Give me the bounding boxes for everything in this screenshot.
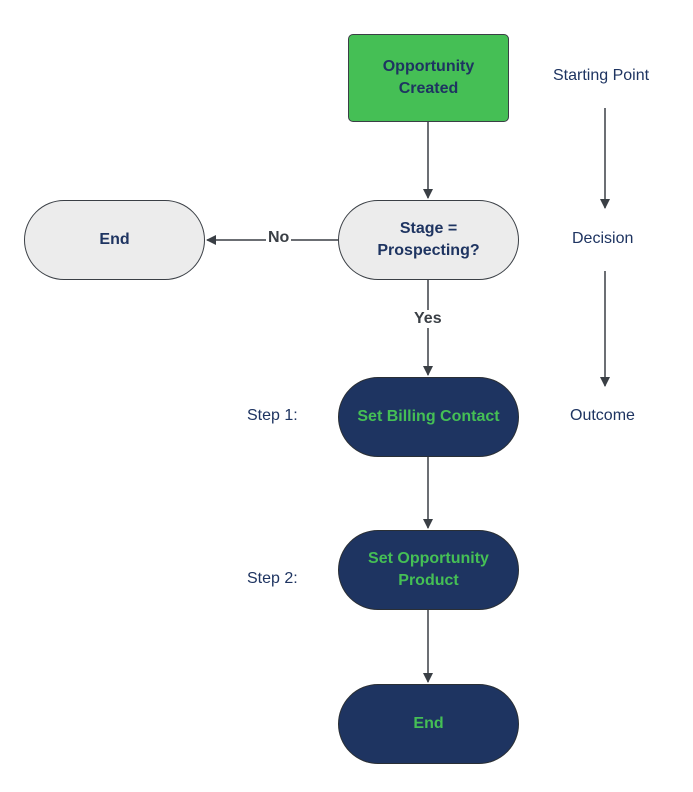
end-node-no-branch[interactable]: End: [24, 200, 205, 280]
side-label-step-2: Step 2:: [247, 570, 298, 587]
end-node-no-branch-label: End: [99, 231, 130, 248]
side-label-decision: Decision: [572, 230, 634, 247]
step1-node-label: Set Billing Contact: [357, 408, 500, 425]
decision-node[interactable]: Stage = Prospecting?: [338, 200, 519, 280]
edge-label-no: No: [266, 229, 292, 247]
end-node-final-label: End: [413, 715, 444, 732]
side-label-starting-point: Starting Point: [553, 67, 650, 84]
start-node-line-1: Opportunity: [382, 58, 475, 75]
decision-node-line-1: Stage =: [399, 220, 458, 237]
step2-node-line-2: Product: [398, 572, 459, 589]
end-node-final[interactable]: End: [338, 684, 519, 764]
step2-node[interactable]: Set Opportunity Product: [338, 530, 519, 610]
decision-node-line-2: Prospecting?: [377, 242, 480, 259]
start-node[interactable]: Opportunity Created: [348, 34, 509, 122]
side-label-step-1: Step 1:: [247, 407, 298, 424]
start-node-line-2: Created: [398, 80, 459, 97]
edge-label-yes: Yes: [412, 310, 444, 328]
step2-node-line-1: Set Opportunity: [368, 550, 489, 567]
side-label-outcome: Outcome: [570, 407, 635, 424]
step1-node[interactable]: Set Billing Contact: [338, 377, 519, 457]
